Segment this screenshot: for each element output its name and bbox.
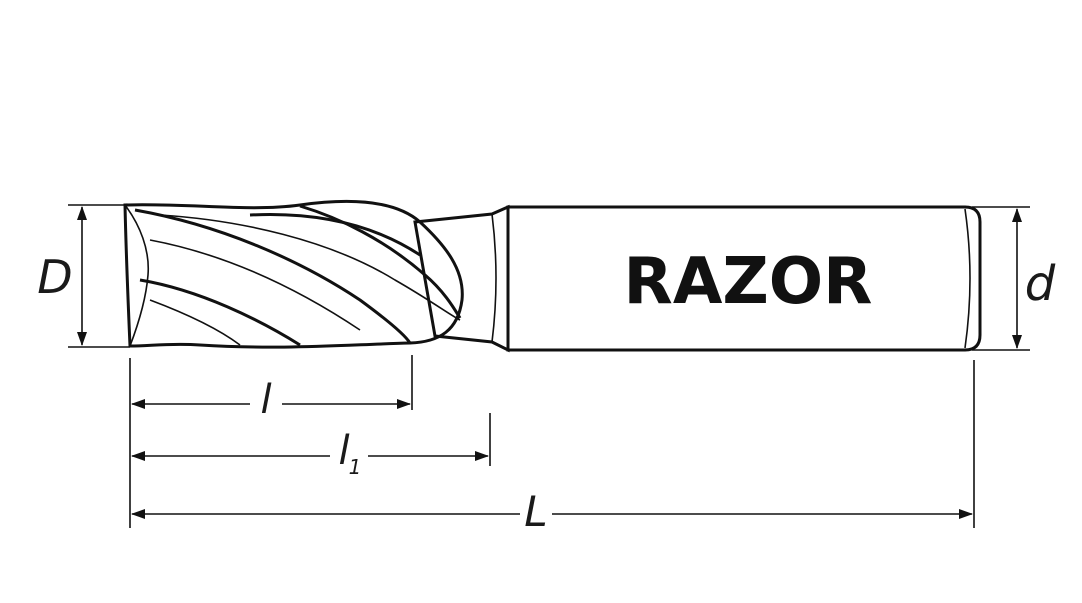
dimension-D: D [37,206,87,346]
dimension-d: d [1012,208,1056,349]
dimension-l: l [131,377,411,423]
dimension-l1: l 1 [131,428,489,479]
cutter-diameter-label: D [37,250,72,304]
shank-diameter-label: d [1025,256,1056,312]
flute-length-label: l [338,428,349,474]
extension-lines [68,204,1030,528]
dimension-L: L [131,487,973,536]
flute-length-subscript: 1 [349,455,362,479]
cutting-length-label: l [260,377,271,423]
overall-length-label: L [524,487,547,536]
shank [413,204,982,353]
brand-logo: RAZOR [624,245,873,319]
cutting-head [123,199,464,349]
